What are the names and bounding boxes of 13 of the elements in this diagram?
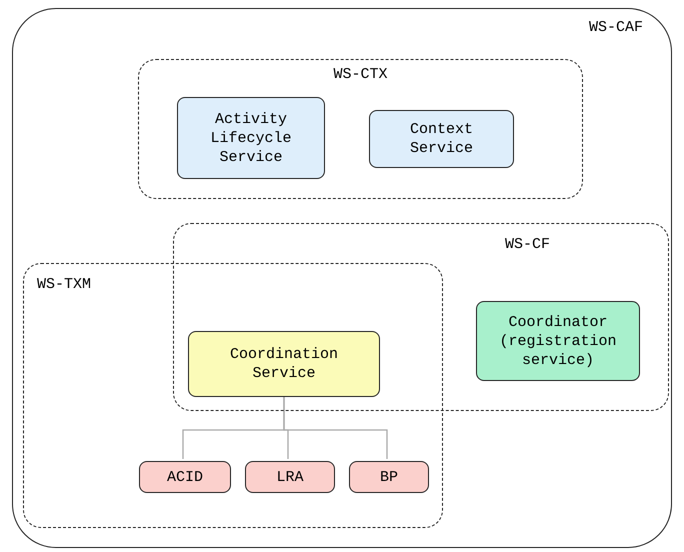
service-box: BP [349, 461, 429, 493]
region-title: WS-CAF [588, 19, 643, 36]
service-box: Coordinator (registration service) [476, 301, 640, 381]
service-box: LRA [245, 461, 335, 493]
specification-region [138, 59, 583, 199]
region-title: WS-CTX [332, 66, 388, 83]
connector-line [283, 397, 388, 459]
region-title: WS-CF [504, 236, 550, 253]
service-box: ACID [139, 461, 231, 493]
service-box: Context Service [369, 110, 514, 168]
region-title: WS-TXM [37, 276, 92, 293]
service-box: Coordination Service [188, 331, 380, 397]
service-box: Activity Lifecycle Service [177, 97, 325, 179]
